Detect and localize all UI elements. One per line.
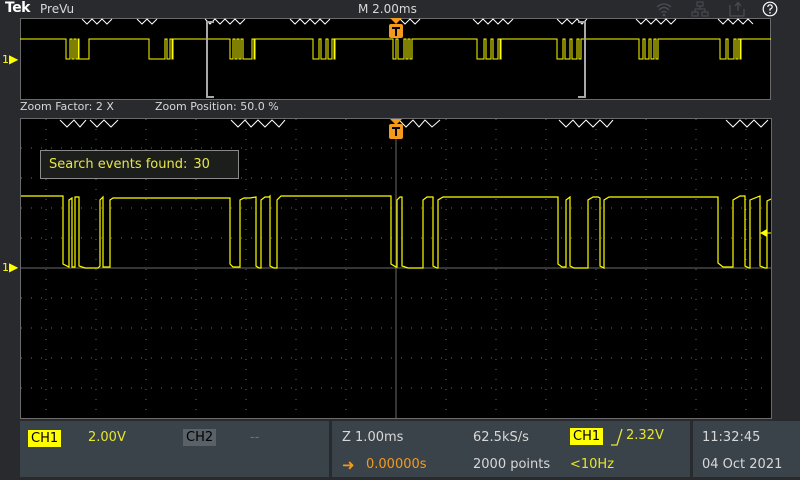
trigger-level[interactable]: 2.32V: [626, 428, 664, 443]
rising-edge-icon: [611, 428, 623, 446]
search-results-badge[interactable]: Search events found: 30: [40, 150, 239, 179]
trigger-source-badge[interactable]: CH1: [570, 428, 604, 445]
zoom-scale[interactable]: Z 1.00ms: [342, 430, 404, 445]
network-icon[interactable]: [691, 1, 709, 17]
trigger-position-marker: [389, 18, 403, 38]
search-label: Search events found:: [49, 157, 188, 172]
tek-logo: Tek: [5, 0, 31, 16]
zoom-window-right-bracket: [578, 21, 586, 98]
preview-ch1-marker[interactable]: 1▶: [2, 52, 19, 66]
trigger-frequency: <10Hz: [570, 457, 615, 472]
zoom-factor: Zoom Factor: 2 X: [20, 100, 114, 113]
main-ch1-trace: [21, 194, 772, 269]
status-bar: CH1 2.00V CH2 -- Z 1.00ms ➜ 0.00000s 62.…: [20, 421, 800, 480]
horizontal-trigger-panel[interactable]: Z 1.00ms ➜ 0.00000s 62.5kS/s 2000 points…: [332, 421, 690, 477]
search-event-markers: [59, 119, 769, 128]
trigger-position-marker: [389, 119, 403, 139]
ch1-scale[interactable]: 2.00V: [88, 430, 126, 445]
channel-panel: CH1 2.00V CH2 --: [20, 421, 329, 477]
preview-waveform-panel[interactable]: [20, 18, 771, 100]
preview-waveform: [20, 18, 771, 98]
export-icon[interactable]: [728, 1, 746, 17]
position-arrow-icon: ➜: [342, 456, 355, 474]
ch2-badge[interactable]: CH2: [183, 429, 217, 446]
clock-time: 11:32:45: [702, 430, 761, 445]
zoom-position: Zoom Position: 50.0 %: [155, 100, 279, 113]
sample-rate: 62.5kS/s: [473, 430, 529, 445]
search-count: 30: [193, 157, 210, 172]
main-graticule: [21, 119, 772, 418]
record-length[interactable]: 2000 points: [473, 457, 551, 472]
acquisition-mode: PreVu: [40, 2, 75, 16]
wifi-icon[interactable]: [655, 1, 673, 17]
preview-ch1-trace: [20, 38, 771, 60]
ch2-scale: --: [250, 430, 260, 445]
ch1-badge[interactable]: CH1: [28, 430, 62, 447]
clock-date: 04 Oct 2021: [702, 457, 783, 472]
datetime-panel: 11:32:45 04 Oct 2021: [693, 421, 800, 477]
horizontal-position[interactable]: 0.00000s: [366, 457, 427, 472]
trigger-level-marker: [760, 229, 767, 237]
horizontal-scale[interactable]: M 2.00ms: [358, 2, 417, 16]
top-bar: Tek PreVu M 2.00ms: [0, 0, 800, 18]
search-event-markers: [81, 18, 754, 25]
zoom-window-left-bracket: [206, 21, 214, 98]
help-icon[interactable]: [761, 1, 779, 17]
main-ch1-marker[interactable]: 1▶: [2, 260, 19, 274]
